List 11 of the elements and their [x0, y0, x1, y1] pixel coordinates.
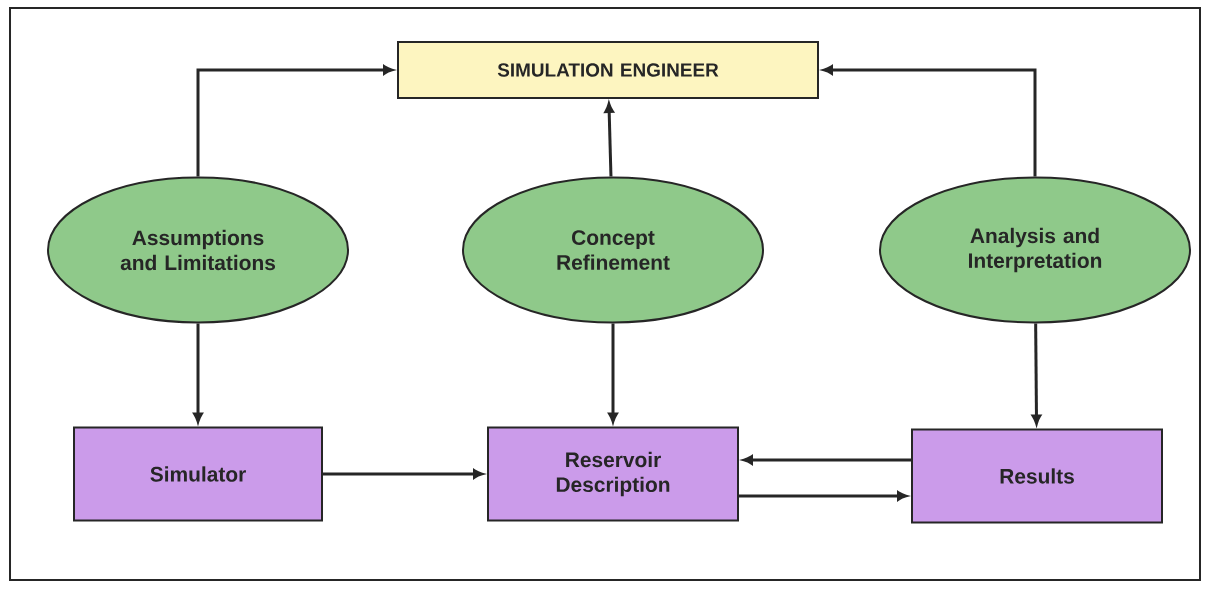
- process-box: Results: [911, 428, 1163, 524]
- process-box: Reservoir Description: [487, 426, 739, 522]
- title-box: SIMULATION ENGINEER: [397, 41, 819, 99]
- arrow: [822, 65, 1037, 177]
- arrow: [739, 491, 908, 501]
- arrow: [193, 323, 203, 423]
- process-box: Simulator: [73, 426, 323, 522]
- arrow: [742, 455, 911, 465]
- arrow: [323, 469, 484, 479]
- arrow: [604, 102, 614, 177]
- arrow: [196, 65, 394, 177]
